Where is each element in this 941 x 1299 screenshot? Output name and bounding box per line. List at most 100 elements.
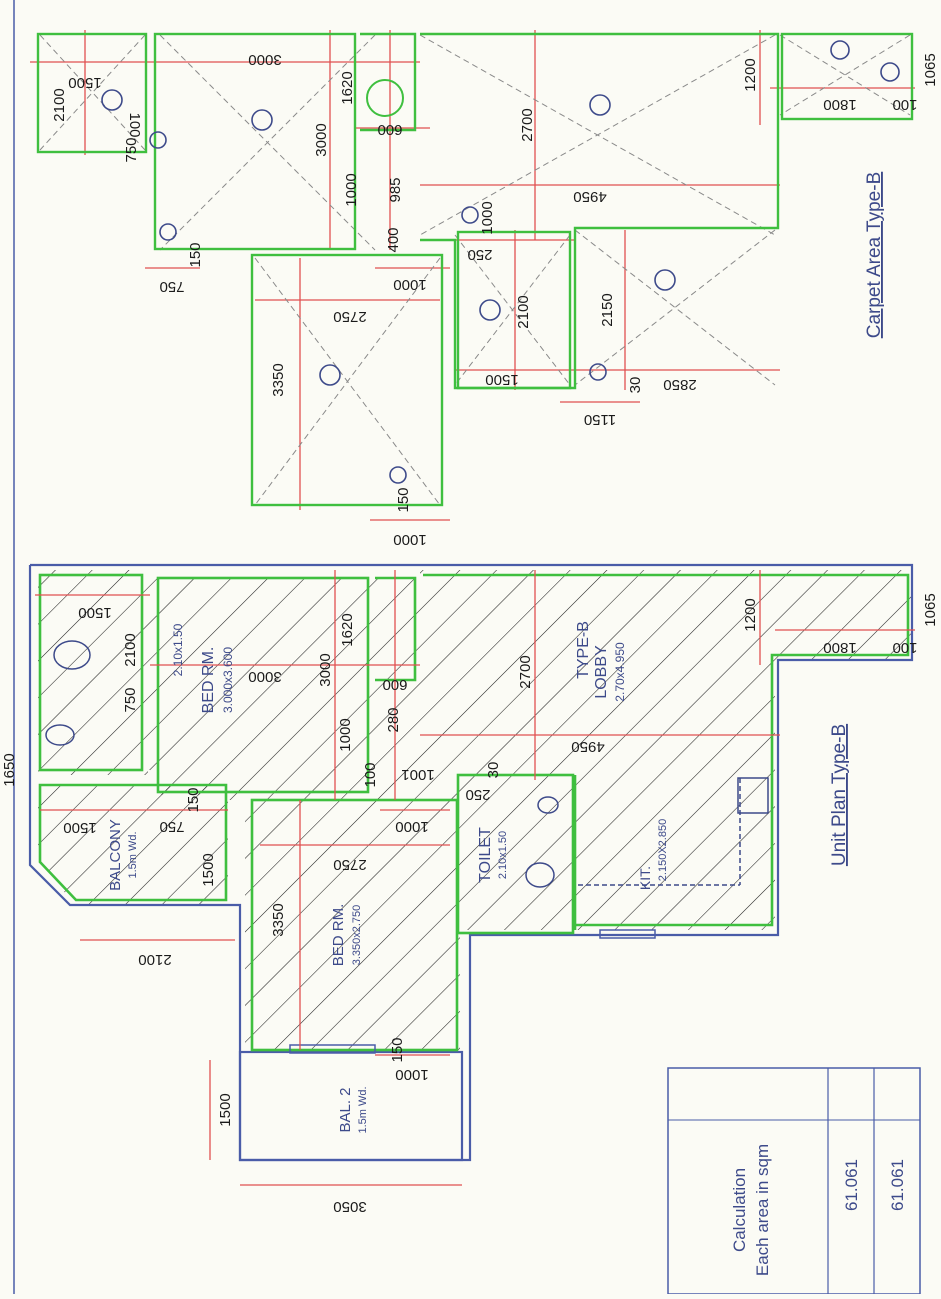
unit-plan-title: Unit Plan Type-B bbox=[829, 724, 850, 866]
unit-hatched-area bbox=[38, 570, 912, 1050]
dim-label: 1500 bbox=[485, 371, 518, 388]
dim-label: 750 bbox=[123, 137, 140, 162]
dim-label: 1000 bbox=[395, 1066, 428, 1083]
dim-label: 250 bbox=[465, 786, 490, 803]
dim-label: 2700 bbox=[519, 108, 536, 141]
bed2-name: BED RM. bbox=[330, 904, 347, 967]
dim-label: 1200 bbox=[742, 598, 759, 631]
toilet-name: TOILET bbox=[477, 827, 494, 883]
dim-label: 3050 bbox=[333, 1198, 366, 1215]
bal2-width: 1.5m Wd. bbox=[357, 1086, 369, 1133]
lobby-name: LOBBY bbox=[593, 645, 610, 699]
dim-label: 1065 bbox=[922, 53, 939, 86]
dim-label: 1620 bbox=[339, 71, 356, 104]
dim-label: 4950 bbox=[573, 188, 606, 205]
dim-label: 1065 bbox=[922, 593, 939, 626]
dim-label: 750 bbox=[122, 687, 139, 712]
balcony-name: BALCONY bbox=[107, 819, 124, 891]
dim-label: 1500 bbox=[63, 819, 96, 836]
bed2-size: 3.350x2.750 bbox=[351, 905, 363, 966]
dim-label: 1620 bbox=[339, 613, 356, 646]
dim-label: 150 bbox=[389, 1037, 406, 1062]
carpet-dimension-labels: 1500 2100 750 100 3000 3000 1620 600 100… bbox=[51, 51, 939, 548]
dim-label: 2100 bbox=[515, 295, 532, 328]
dim-label: 600 bbox=[377, 121, 402, 138]
dim-label: 280 bbox=[385, 707, 402, 732]
dim-label: 1650 bbox=[1, 753, 18, 786]
unit-dimension-lines bbox=[35, 570, 915, 1186]
unit-outline bbox=[28, 563, 914, 1162]
bed1-size: 3.000x3.600 bbox=[221, 647, 235, 713]
dim-label: 750 bbox=[159, 278, 184, 295]
dim-label: 150 bbox=[187, 242, 204, 267]
dim-label: 100 bbox=[892, 639, 917, 656]
bed1-window: 2.10x1.50 bbox=[171, 623, 185, 676]
dim-label: 100 bbox=[892, 96, 917, 113]
table-cell-value: 61.061 bbox=[888, 1159, 907, 1211]
dim-label: 3000 bbox=[313, 123, 330, 156]
dim-label: 100 bbox=[362, 762, 379, 787]
dim-label: 1150 bbox=[584, 411, 616, 428]
calculation-table: Calculation Each area in sqm 61.061 61.0… bbox=[667, 1067, 921, 1295]
dim-label: 2850 bbox=[663, 376, 696, 393]
dim-label: 3350 bbox=[270, 903, 287, 936]
kitchen-name: KIT. bbox=[637, 866, 653, 890]
dim-label: 30 bbox=[627, 377, 644, 394]
dim-label: 1000 bbox=[337, 718, 354, 751]
dim-label: 2750 bbox=[333, 308, 366, 325]
table-header-unit: Each area in sqm bbox=[753, 1144, 772, 1276]
type-tag: TYPE-B bbox=[575, 621, 592, 679]
table-cell-value: 61.061 bbox=[842, 1159, 861, 1211]
dim-label: 4950 bbox=[571, 738, 604, 755]
unit-plan: BED RM. 3.000x3.600 2.10x1.50 BALCONY 1.… bbox=[1, 563, 939, 1215]
dim-label: 250 bbox=[467, 246, 492, 263]
lobby-size: 2.70x4.950 bbox=[613, 642, 627, 702]
carpet-area-plan: 1500 2100 750 100 3000 3000 1620 600 100… bbox=[30, 30, 939, 548]
dim-label: 985 bbox=[387, 177, 404, 202]
unit-room-labels: BED RM. 3.000x3.600 2.10x1.50 BALCONY 1.… bbox=[107, 621, 669, 1133]
dim-label: 1800 bbox=[823, 639, 856, 656]
balcony-width: 1.5m Wd. bbox=[127, 831, 139, 878]
dim-label: 1000 bbox=[479, 201, 496, 234]
dim-label: 1000 bbox=[393, 531, 426, 548]
carpet-plan-title: Carpet Area Type-B bbox=[864, 172, 885, 339]
dim-label: 1001 bbox=[401, 766, 434, 783]
dim-label: 1000 bbox=[393, 276, 426, 293]
dim-label: 2700 bbox=[517, 655, 534, 688]
dim-label: 3350 bbox=[270, 363, 287, 396]
dim-label: 30 bbox=[485, 762, 502, 779]
dim-label: 1500 bbox=[217, 1093, 234, 1126]
dim-label: 2100 bbox=[122, 633, 139, 666]
dim-label: 1000 bbox=[395, 818, 428, 835]
dim-label: 100 bbox=[126, 112, 143, 137]
unit-dimension-labels: 1650 1500 2100 750 3000 3000 1620 600 10… bbox=[1, 593, 939, 1215]
carpet-diagonals bbox=[39, 34, 911, 506]
table-header-calculation: Calculation bbox=[730, 1168, 749, 1252]
dim-label: 150 bbox=[185, 787, 202, 812]
kitchen-size: 2.150X2.850 bbox=[657, 819, 669, 881]
carpet-room-walls bbox=[36, 32, 914, 507]
dim-label: 750 bbox=[159, 818, 184, 835]
carpet-room-markers bbox=[101, 40, 900, 484]
unit-fixtures bbox=[45, 640, 769, 1054]
dim-label: 1000 bbox=[343, 173, 360, 206]
dim-label: 3000 bbox=[248, 51, 281, 68]
dim-label: 1500 bbox=[78, 604, 111, 621]
dim-label: 3000 bbox=[248, 668, 281, 685]
dim-label: 1200 bbox=[742, 58, 759, 91]
dim-label: 3000 bbox=[317, 653, 334, 686]
dim-label: 1500 bbox=[200, 853, 217, 886]
dim-label: 2150 bbox=[599, 293, 616, 326]
dim-label: 150 bbox=[395, 487, 412, 512]
dim-label: 2100 bbox=[51, 88, 68, 121]
dim-label: 1500 bbox=[68, 74, 101, 91]
dim-label: 600 bbox=[382, 676, 407, 693]
bed1-name: BED RM. bbox=[200, 647, 217, 714]
dim-label: 1800 bbox=[823, 96, 856, 113]
dim-label: 2100 bbox=[138, 951, 171, 968]
dim-label: 400 bbox=[385, 227, 402, 252]
bal2-name: BAL. 2 bbox=[337, 1087, 354, 1132]
toilet-size: 2.10x1.50 bbox=[497, 831, 509, 879]
